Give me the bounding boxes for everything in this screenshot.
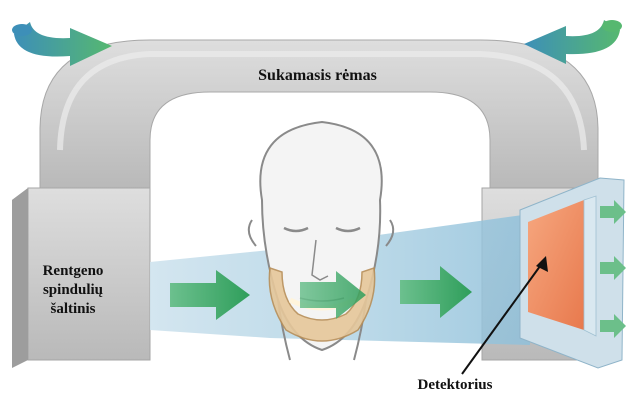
xray-source-label-line-1: Rentgeno [14, 262, 132, 281]
xray-source-label: Rentgeno spindulių šaltinis [14, 262, 132, 319]
xray-source-label-line-3: šaltinis [14, 300, 132, 319]
xray-source-label-line-2: spindulių [14, 281, 132, 300]
rotating-frame-label: Sukamasis rėmas [0, 66, 635, 85]
detector-label: Detektorius [360, 376, 550, 395]
